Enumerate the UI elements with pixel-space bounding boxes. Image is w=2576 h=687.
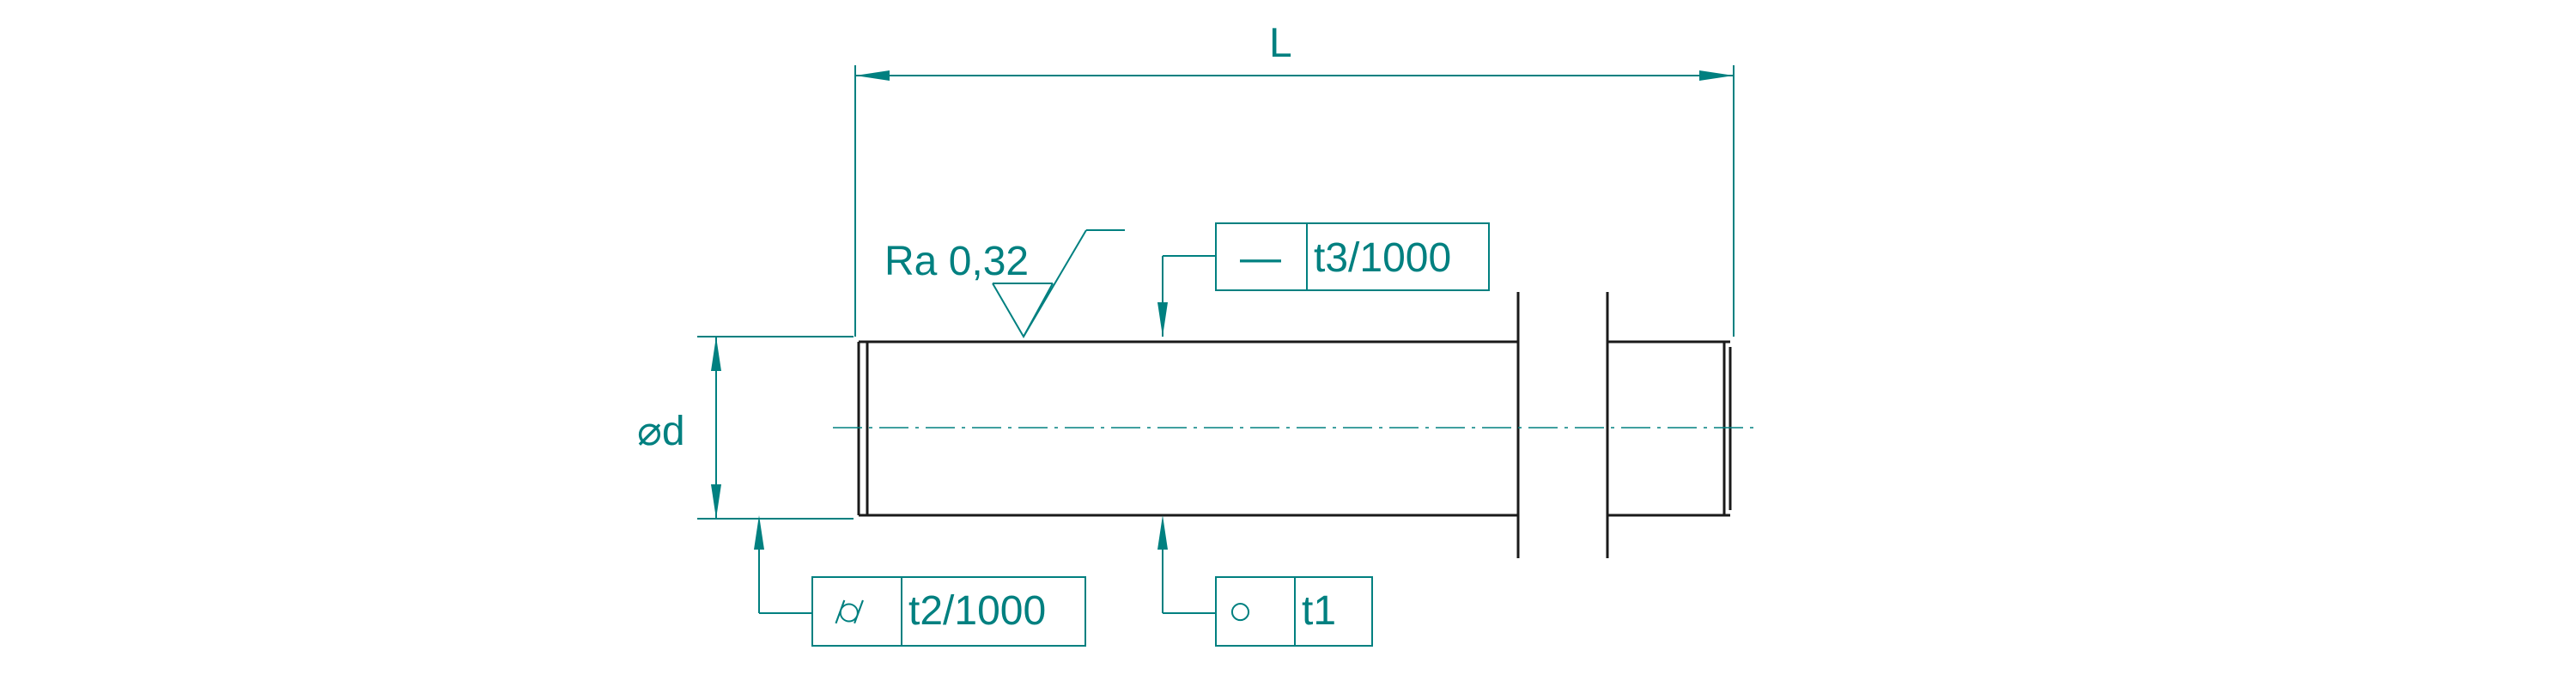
length-arrow-right bbox=[1699, 70, 1734, 81]
runout-symbol-text: ⌭ bbox=[835, 588, 864, 634]
roughness-leader bbox=[1023, 229, 1087, 337]
straightness-control-frame: — t3/1000 bbox=[1157, 222, 1490, 337]
straightness-frame-box bbox=[1215, 222, 1490, 291]
roundness-tolerance: t1 bbox=[1302, 588, 1336, 634]
runout-frame-box bbox=[811, 576, 1086, 647]
length-label: L bbox=[1269, 21, 1292, 66]
straightness-arrow bbox=[1157, 302, 1168, 337]
runout-tolerance: t2/1000 bbox=[908, 588, 1046, 634]
diameter-label: ⌀d bbox=[637, 409, 685, 454]
runout-control-frame: ⌭ t2/1000 bbox=[754, 515, 1086, 647]
roundness-arrow bbox=[1157, 515, 1168, 550]
straightness-tolerance: t3/1000 bbox=[1314, 235, 1451, 281]
diameter-arrow-top bbox=[711, 337, 721, 371]
length-dimension: L bbox=[854, 21, 1735, 337]
diameter-arrow-bottom bbox=[711, 484, 721, 519]
roughness-label: Ra 0,32 bbox=[884, 239, 1029, 284]
roundness-control-frame: ○ t1 bbox=[1157, 515, 1373, 647]
roughness-triangle bbox=[992, 283, 1054, 339]
runout-arrow bbox=[754, 515, 764, 550]
diameter-dimension: ⌀d bbox=[637, 336, 854, 520]
length-arrow-left bbox=[855, 70, 890, 81]
roughness-symbol: Ra 0,32 bbox=[884, 229, 1125, 339]
straightness-symbol: — bbox=[1240, 235, 1281, 281]
shaft-body bbox=[857, 292, 1732, 558]
roundness-symbol: ○ bbox=[1228, 588, 1253, 634]
